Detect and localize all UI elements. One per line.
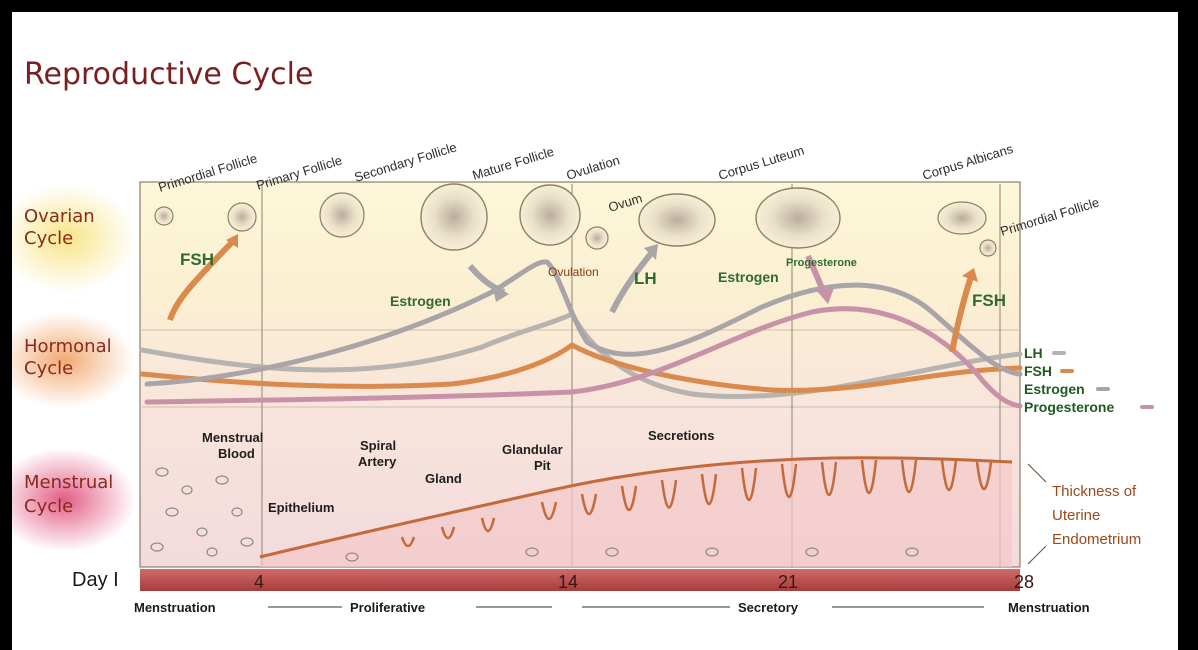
gland-label: Gland (425, 471, 462, 486)
epithelium-label: Epithelium (268, 500, 334, 515)
secretions-label: Secretions (648, 428, 714, 443)
phase-menstruation-end: Menstruation (1008, 600, 1090, 615)
ovum-drawing (586, 227, 608, 249)
thickness-label-2: Uterine (1052, 507, 1100, 524)
thickness-label-1: Thickness of (1052, 483, 1137, 500)
secondary-follicle-drawing (320, 193, 364, 237)
day-28-label: 28 (1014, 572, 1034, 592)
phase-menstruation-start: Menstruation (134, 600, 216, 615)
day-label-1: Day I (72, 569, 119, 591)
hormonal-cycle-label-1: Hormonal (24, 336, 112, 357)
day-prefix: Day (72, 569, 108, 591)
menstrual-cycle-label-1: Menstrual (24, 472, 113, 493)
day-14-label: 14 (558, 572, 578, 592)
menstrual-cycle-label-2: Cycle (24, 496, 73, 517)
legend-estrogen-swatch (1096, 387, 1110, 391)
corpus-albicans-drawing (938, 202, 986, 234)
corpus-albicans-label: Corpus Albicans (920, 141, 1015, 183)
legend-fsh: FSH (1024, 363, 1052, 379)
diagram-frame: Reproductive Cycle Ovarian Cycle Hormona… (12, 12, 1178, 650)
mature-follicle-drawing (421, 184, 487, 250)
lh-label: LH (634, 269, 657, 288)
legend-lh: LH (1024, 345, 1043, 361)
secondary-follicle-label: Secondary Follicle (352, 139, 458, 184)
menstrual-blood-label-1: Menstrual (202, 430, 263, 445)
glandular-pit-label-1: Glandular (502, 442, 563, 457)
ovulation-hormone-label: Ovulation (548, 265, 599, 279)
ovulation-label: Ovulation (564, 152, 621, 182)
page-title: Reproductive Cycle (24, 57, 313, 92)
fsh-label-left: FSH (180, 250, 214, 269)
progesterone-label: Progesterone (786, 257, 857, 269)
legend-progesterone: Progesterone (1024, 399, 1114, 415)
estrogen-label-right: Estrogen (718, 269, 779, 285)
primordial-follicle-drawing (155, 207, 173, 225)
day-1-number: I (113, 569, 119, 591)
legend-progesterone-swatch (1140, 405, 1154, 409)
day-4-label: 4 (254, 572, 264, 592)
primary-follicle-drawing (228, 203, 256, 231)
hormone-legend: LH FSH Estrogen Progesterone (1024, 345, 1154, 415)
primordial-follicle-end-drawing (980, 240, 996, 256)
phase-secretory: Secretory (738, 600, 799, 615)
thickness-label-3: Endometrium (1052, 531, 1141, 548)
glandular-pit-label-2: Pit (534, 458, 551, 473)
legend-estrogen: Estrogen (1024, 381, 1085, 397)
ovarian-cycle-label-1: Ovarian (24, 206, 95, 227)
reproductive-cycle-diagram: Reproductive Cycle Ovarian Cycle Hormona… (12, 12, 1178, 650)
ovarian-cycle-label-2: Cycle (24, 228, 73, 249)
day-bar (140, 569, 1020, 591)
hormonal-cycle-label-2: Cycle (24, 358, 73, 379)
day-21-label: 21 (778, 572, 798, 592)
menstrual-blood-label-2: Blood (218, 446, 255, 461)
ovulating-follicle-drawing (520, 185, 580, 245)
legend-lh-swatch (1052, 351, 1066, 355)
phase-proliferative: Proliferative (350, 600, 425, 615)
corpus-luteum-label: Corpus Luteum (716, 143, 805, 183)
corpus-luteum-drawing (756, 188, 840, 248)
corpus-luteum-early-drawing (639, 194, 715, 246)
thickness-pointer-bottom (1028, 546, 1046, 564)
mature-follicle-label: Mature Follicle (470, 144, 555, 183)
legend-fsh-swatch (1060, 369, 1074, 373)
spiral-artery-label-1: Spiral (360, 438, 396, 453)
spiral-artery-label-2: Artery (358, 454, 397, 469)
fsh-label-right: FSH (972, 291, 1006, 310)
estrogen-label-mid: Estrogen (390, 293, 451, 309)
thickness-pointer-top (1028, 464, 1046, 482)
